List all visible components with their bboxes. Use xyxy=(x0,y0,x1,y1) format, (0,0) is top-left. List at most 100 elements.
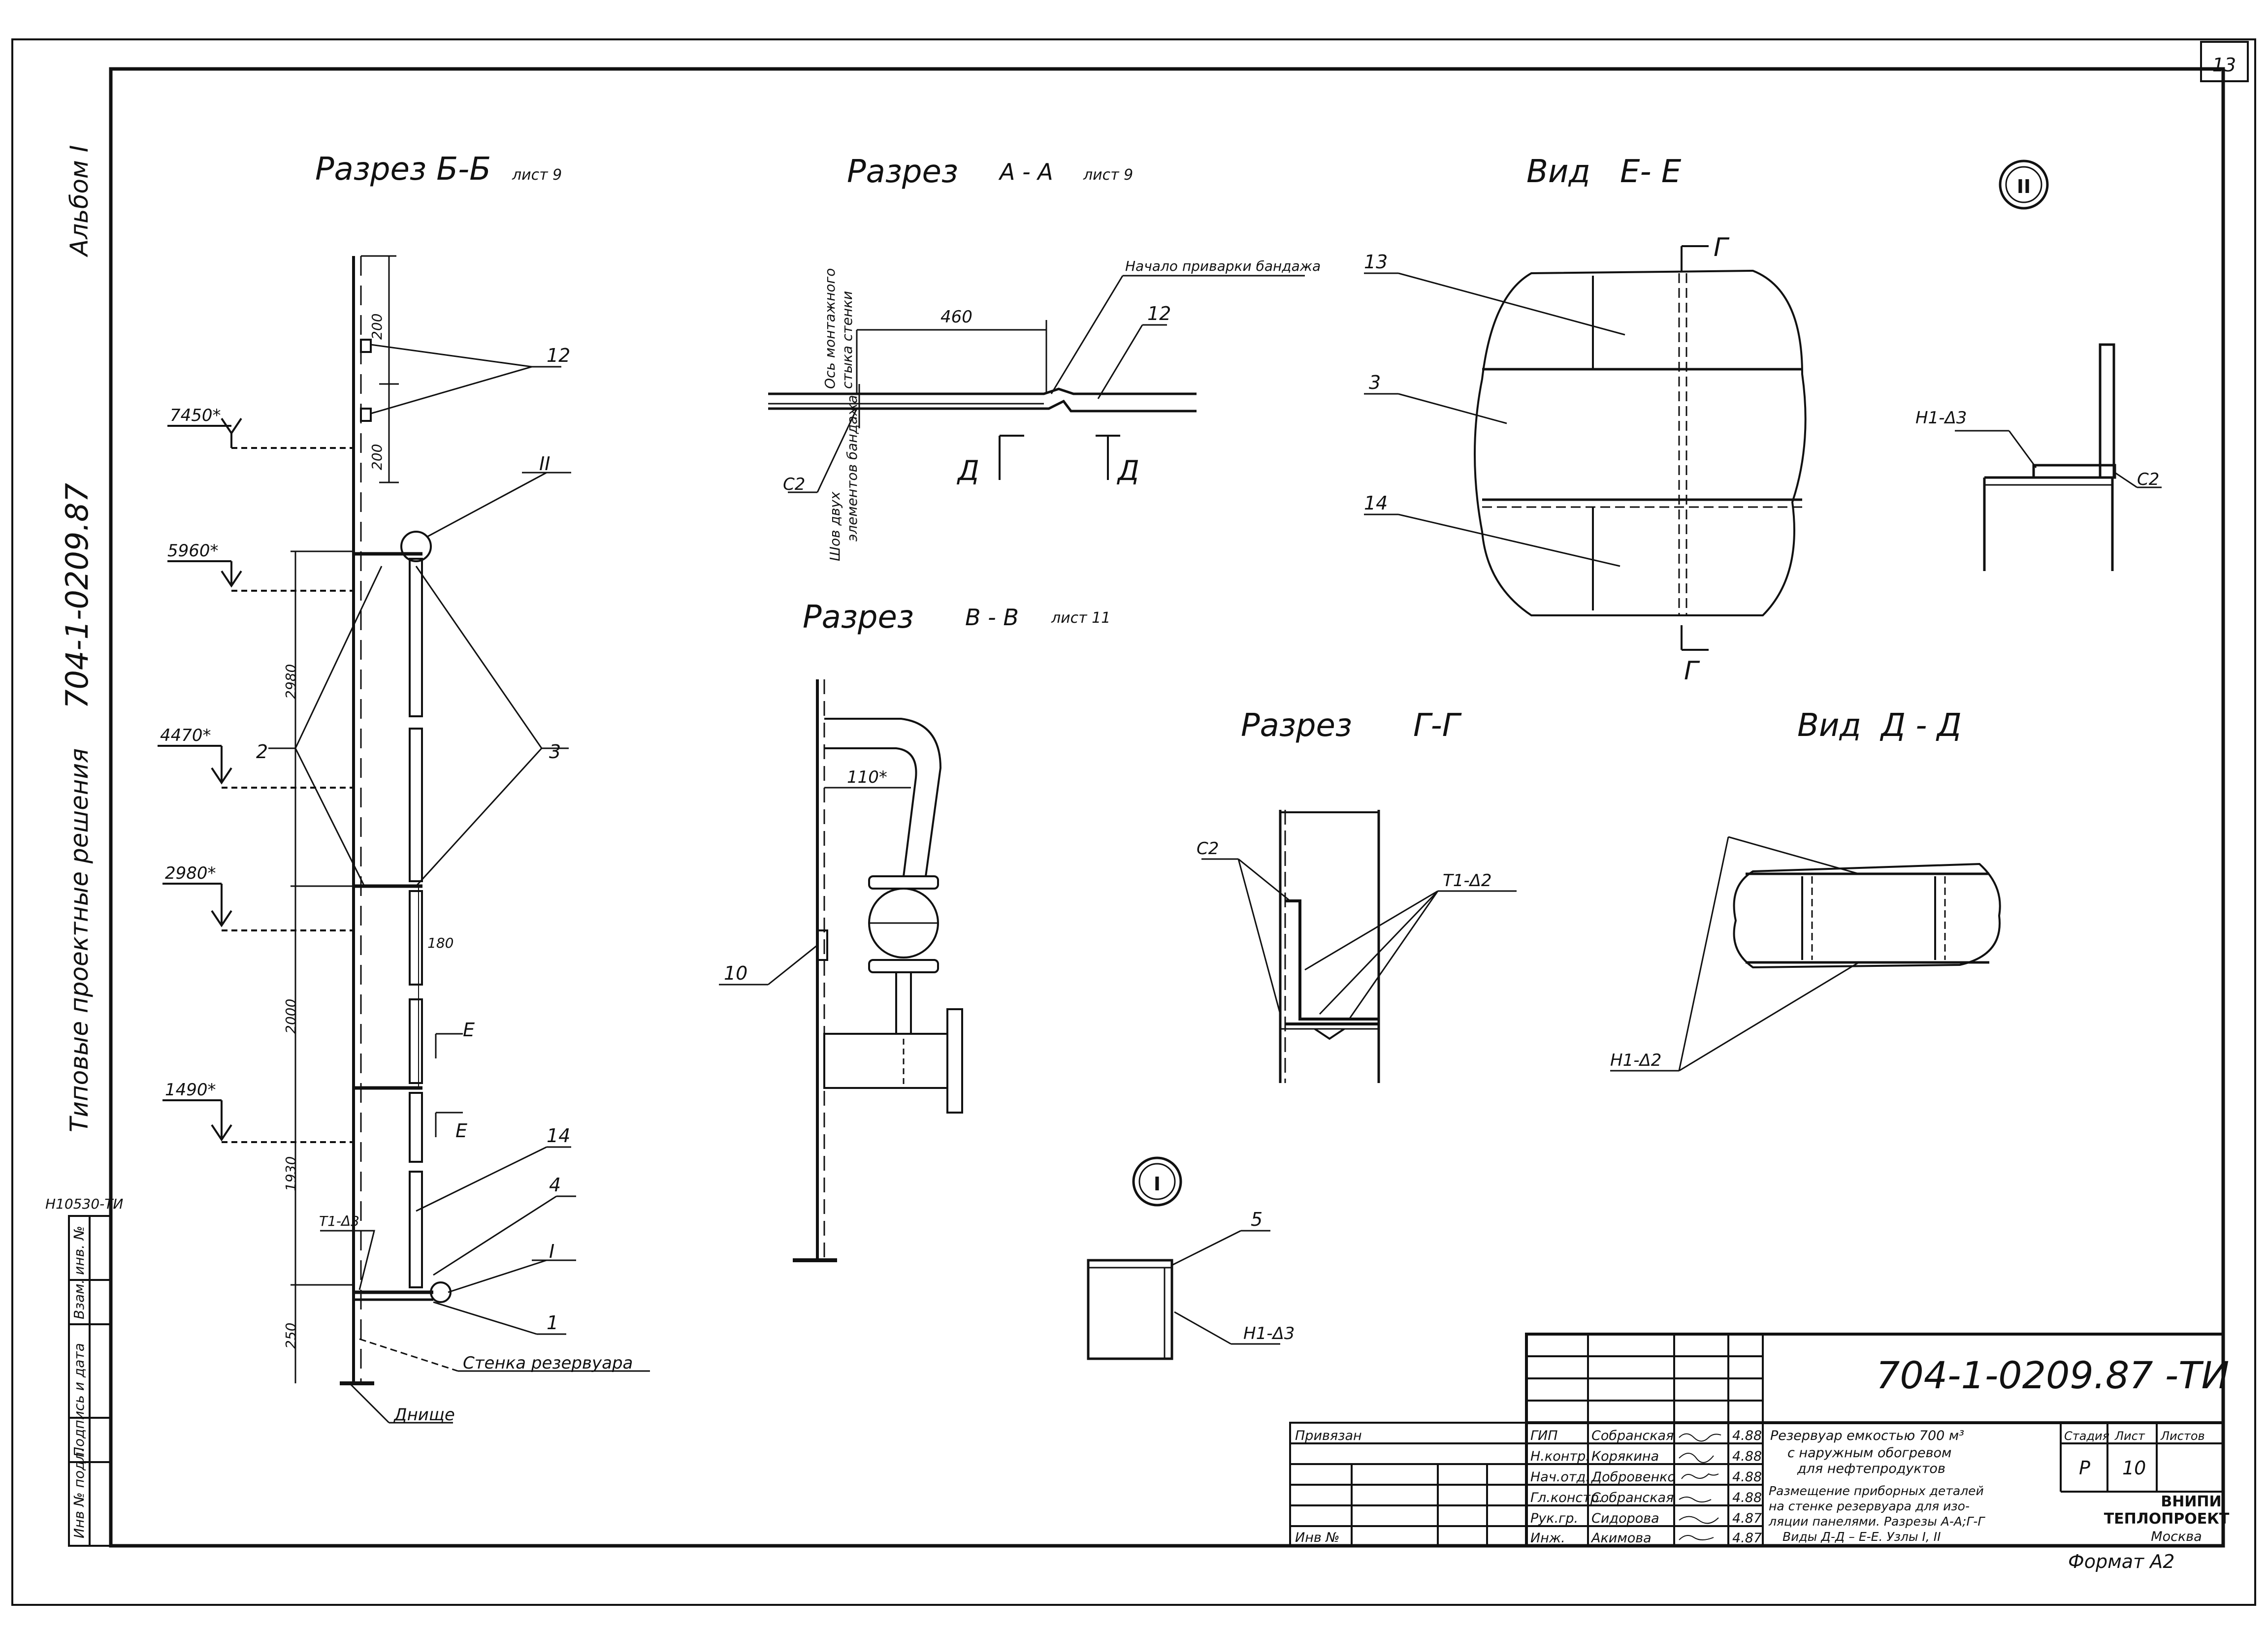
node-i-callout-5: 5 xyxy=(1251,1209,1263,1230)
object-title-2: для нефтепродуктов xyxy=(1797,1461,1945,1476)
name-3: Собранская xyxy=(1591,1490,1674,1505)
date-4: 4.87 xyxy=(1732,1511,1762,1526)
section-aa-dim-460: 460 xyxy=(940,307,972,327)
sheets-header: Листов xyxy=(2160,1429,2205,1443)
date-2: 4.88 xyxy=(1732,1469,1762,1485)
privyazan-label: Привязан xyxy=(1295,1428,1362,1443)
node-ii-weld-h1: Н1-Δ3 xyxy=(1915,408,1967,428)
section-aa-ref: лист 9 xyxy=(1083,166,1133,184)
section-aa-axis-1: Ось монтажного xyxy=(822,268,838,389)
role-3: Гл.констр. xyxy=(1530,1490,1603,1505)
inventory-number: Н10530-ТИ xyxy=(45,1196,123,1212)
callout-node-II-bb: II xyxy=(539,453,550,475)
section-aa-callout-12: 12 xyxy=(1147,303,1171,324)
section-bb-dim-200-bottom: 200 xyxy=(369,444,385,470)
sheet-number: 13 xyxy=(2212,54,2236,76)
org-name-2: ТЕПЛОПРОЕКТ xyxy=(2104,1510,2230,1528)
city: Москва xyxy=(2151,1529,2202,1544)
section-aa-axis-2: стыка стенки xyxy=(839,291,855,389)
view-ee-callout-13: 13 xyxy=(1364,251,1388,273)
node-i-mark: I xyxy=(1154,1173,1161,1195)
section-bb-dim-2000: 2000 xyxy=(283,999,299,1034)
callout-4-bb: 4 xyxy=(549,1174,561,1196)
section-vv-title: Разрез xyxy=(803,599,914,636)
section-gg-title: Разрез xyxy=(1241,707,1352,744)
section-gg-weld-c2: С2 xyxy=(1197,839,1219,859)
object-title-1: с наружным обогревом xyxy=(1787,1445,1951,1461)
sheet-outer-border xyxy=(11,38,2256,1606)
role-2: Нач.отд. xyxy=(1530,1469,1590,1485)
view-dd: Вид Д - Д Н1-Δ2 xyxy=(1610,707,2001,1072)
level-7450: 7450* xyxy=(170,406,221,425)
view-ee-cut-g-bottom: Г xyxy=(1684,656,1700,686)
sheet-title-3: Виды Д-Д – Е-Е. Узлы I, II xyxy=(1782,1530,1941,1544)
node-ii-weld-c2: С2 xyxy=(2137,470,2159,489)
inv-no-label: Инв № xyxy=(1295,1530,1339,1545)
sheet-number-box xyxy=(2200,41,2249,82)
org-name-1: ВНИПИ xyxy=(2161,1493,2221,1510)
name-0: Собранская xyxy=(1591,1428,1674,1443)
view-ee-title: Вид xyxy=(1526,154,1590,190)
album-label: Альбом I xyxy=(65,145,94,257)
level-1490: 1490* xyxy=(165,1080,216,1100)
section-bb: Разрез Б-Б лист 9 xyxy=(158,151,650,1425)
stamp-col-2: Подпись и дата xyxy=(71,1343,87,1457)
view-dd-title: Вид xyxy=(1797,707,1861,744)
series-label: Типовые проектные решения xyxy=(65,748,94,1132)
section-bb-dim-180: 180 xyxy=(427,935,454,951)
role-5: Инж. xyxy=(1530,1531,1565,1546)
date-3: 4.88 xyxy=(1732,1490,1762,1505)
sheet-title-1: на стенке резервуара для изо- xyxy=(1769,1499,1970,1513)
section-aa-seam-1: Шов двух xyxy=(827,491,843,561)
sheet-header: Лист xyxy=(2114,1429,2145,1443)
name-2: Добровенко xyxy=(1591,1469,1676,1485)
document-code: 704-1-0209.87 -ТИ xyxy=(1876,1353,2229,1397)
name-1: Корякина xyxy=(1591,1449,1659,1464)
side-stamp xyxy=(68,1215,112,1547)
section-bb-dim-1930: 1930 xyxy=(283,1156,299,1191)
view-ee-cut-g-top: Г xyxy=(1714,233,1730,262)
level-2980: 2980* xyxy=(165,863,216,883)
section-bb-dim-250: 250 xyxy=(283,1323,299,1349)
section-aa-letters: А - А xyxy=(998,159,1053,185)
callout-12-bb: 12 xyxy=(547,345,570,366)
section-aa: Разрез А - А лист 9 460 Начало приварки … xyxy=(768,154,1321,561)
section-bb-dim-200-top: 200 xyxy=(369,314,385,340)
sheet-title-0: Размещение приборных деталей xyxy=(1769,1484,1984,1498)
view-ee-callout-3: 3 xyxy=(1369,372,1381,393)
cut-mark-e-bottom: Е xyxy=(455,1120,467,1142)
stage-value: Р xyxy=(2079,1457,2090,1479)
sheet-title-2: ляции панелями. Разрезы А-А;Г-Г xyxy=(1768,1514,1985,1529)
section-vv-callout-10: 10 xyxy=(724,962,747,984)
section-aa-start-label: Начало приварки бандажа xyxy=(1125,258,1321,274)
stamp-col-1: Инв № подл. xyxy=(71,1448,87,1538)
section-aa-seam-2: элементов бандажа xyxy=(844,395,860,542)
level-5960: 5960* xyxy=(167,541,219,561)
view-ee-callout-14: 14 xyxy=(1364,492,1388,514)
section-aa-cut-d-left: Д xyxy=(956,455,979,487)
section-aa-weld-c2: С2 xyxy=(783,475,805,494)
section-gg-letters: Г-Г xyxy=(1413,707,1462,744)
callout-node-I-bb: I xyxy=(549,1241,554,1262)
section-bb-dim-2980: 2980 xyxy=(283,664,299,699)
role-4: Рук.гр. xyxy=(1530,1511,1578,1526)
signatures xyxy=(1679,1433,1721,1540)
section-gg: Разрез Г-Г С2 Т1-Δ2 xyxy=(1197,707,1517,1083)
callout-1-bb: 1 xyxy=(547,1312,558,1334)
callout-14-bb: 14 xyxy=(547,1125,570,1147)
sheet-inner-frame xyxy=(109,67,2225,1548)
date-1: 4.88 xyxy=(1732,1449,1762,1464)
view-dd-letters: Д - Д xyxy=(1879,707,1962,744)
section-bb-title: Разрез Б-Б xyxy=(315,151,491,188)
date-0: 4.88 xyxy=(1732,1428,1762,1443)
view-ee-letters: Е- Е xyxy=(1620,154,1682,190)
section-vv-ref: лист 11 xyxy=(1051,609,1110,627)
weld-t1-bb: Т1-Δ3 xyxy=(319,1213,359,1229)
callout-3-bb: 3 xyxy=(549,741,561,763)
wall-label: Стенка резервуара xyxy=(463,1353,633,1373)
date-5: 4.87 xyxy=(1732,1531,1762,1546)
stamp-col-3: Взам. инв. № xyxy=(71,1226,87,1319)
section-vv-dim-110: 110* xyxy=(847,767,887,787)
object-title-0: Резервуар емкостью 700 м³ xyxy=(1770,1428,1964,1443)
node-ii: II Н1-Δ3 С2 xyxy=(1915,160,2162,571)
